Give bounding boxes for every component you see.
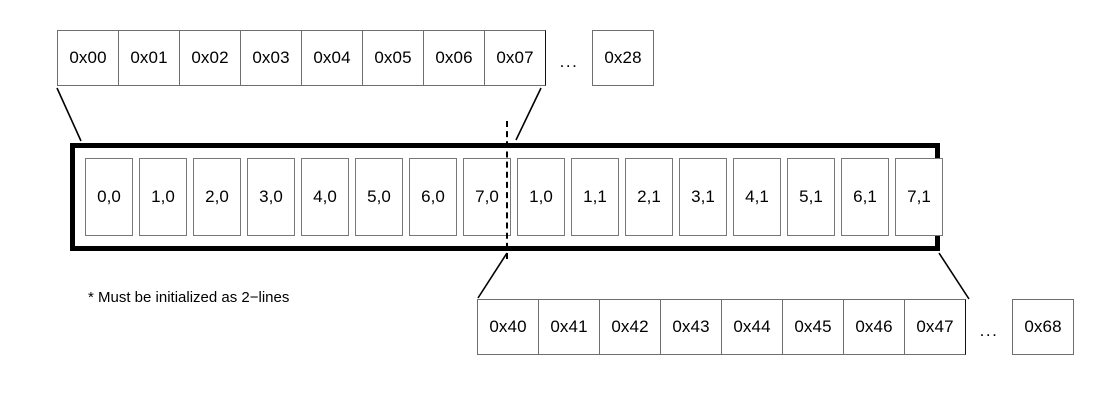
bottom-address-row: 0x40 0x41 0x42 0x43 0x44 0x45 0x46 0x47 … (477, 299, 1074, 355)
footnote-text: * Must be initialized as 2−lines (88, 289, 290, 306)
address-cell: 0x07 (484, 30, 546, 86)
ellipsis-separator: ... (979, 321, 999, 340)
address-cell: 0x40 (477, 299, 539, 355)
top-address-row: 0x00 0x01 0x02 0x03 0x04 0x05 0x06 0x07 … (57, 30, 654, 86)
address-cell: 0x04 (301, 30, 363, 86)
address-cell: 0x47 (904, 299, 966, 355)
cache-line-cell: 4,0 (301, 158, 349, 236)
address-cell: 0x05 (362, 30, 424, 86)
cache-line-cell: 2,1 (625, 158, 673, 236)
cache-line-cell: 1,0 (517, 158, 565, 236)
ellipsis-separator: ... (559, 52, 579, 71)
address-cell-tail: 0x68 (1012, 299, 1074, 355)
cache-line-cell: 5,0 (355, 158, 403, 236)
cache-line-cell: 7,0 (463, 158, 511, 236)
address-cell: 0x01 (118, 30, 180, 86)
address-cell: 0x42 (599, 299, 661, 355)
address-cell: 0x00 (57, 30, 119, 86)
address-cell: 0x46 (843, 299, 905, 355)
cache-line-cell: 0,0 (85, 158, 133, 236)
cache-line-cell: 1,0 (139, 158, 187, 236)
address-cell-tail: 0x28 (592, 30, 654, 86)
address-cell: 0x41 (538, 299, 600, 355)
cache-line-cell: 3,1 (679, 158, 727, 236)
address-cell: 0x45 (782, 299, 844, 355)
cache-line-cell-group: 0,0 1,0 2,0 3,0 4,0 5,0 6,0 7,0 1,0 1,1 … (85, 158, 943, 236)
line-split-divider (506, 121, 508, 259)
cache-line-cell: 2,0 (193, 158, 241, 236)
cache-line-cell: 4,1 (733, 158, 781, 236)
address-cell: 0x02 (179, 30, 241, 86)
cache-line-cell: 1,1 (571, 158, 619, 236)
cache-line-cell: 6,0 (409, 158, 457, 236)
address-cell: 0x43 (660, 299, 722, 355)
cache-line-cell: 6,1 (841, 158, 889, 236)
address-cell: 0x44 (721, 299, 783, 355)
address-cell: 0x06 (423, 30, 485, 86)
cache-line-container: 0,0 1,0 2,0 3,0 4,0 5,0 6,0 7,0 1,0 1,1 … (70, 143, 943, 251)
cache-line-cell: 7,1 (895, 158, 943, 236)
cache-line-cell: 5,1 (787, 158, 835, 236)
cache-line-cell: 3,0 (247, 158, 295, 236)
